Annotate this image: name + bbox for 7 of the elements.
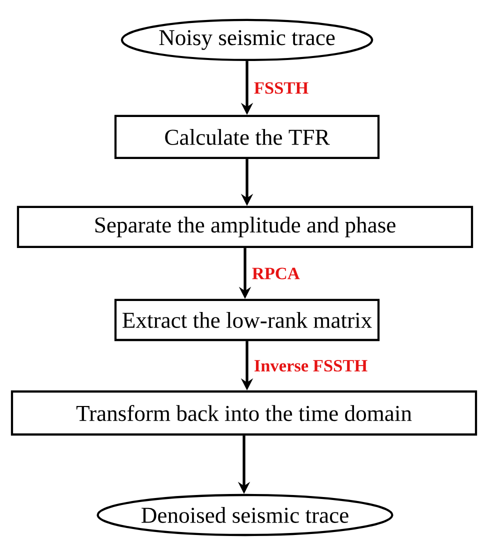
- edge-label: RPCA: [250, 266, 302, 281]
- process-box: Transform back into the time domain: [10, 390, 478, 436]
- edge-label: Inverse FSSTH: [252, 358, 369, 373]
- process-box: Separate the amplitude and phase: [16, 206, 474, 248]
- process-box: Calculate the TFR: [114, 114, 380, 160]
- process-box: Extract the low-rank matrix: [114, 298, 380, 342]
- edge-label: FSSTH: [252, 80, 310, 96]
